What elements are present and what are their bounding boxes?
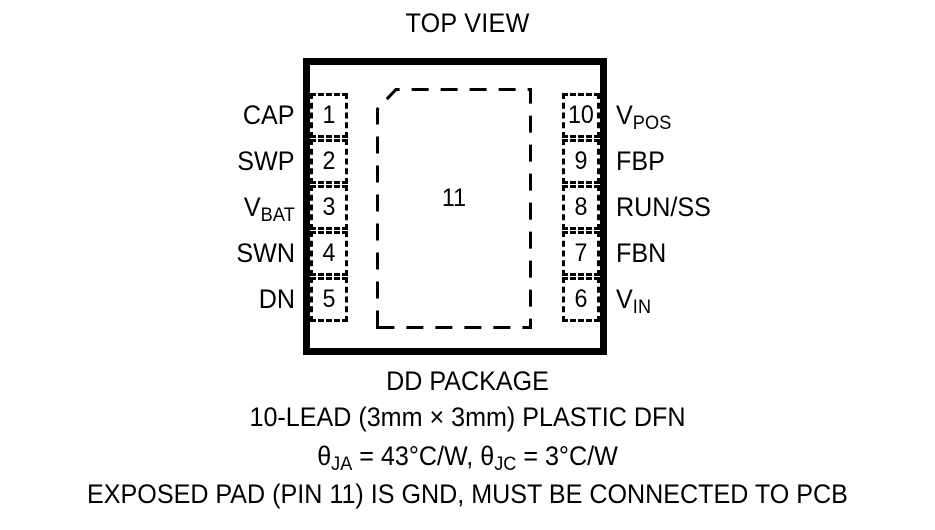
pin-number-8: 8 bbox=[574, 193, 588, 221]
pin-box-2[interactable]: 2 bbox=[310, 139, 348, 184]
pin-box-4[interactable]: 4 bbox=[310, 231, 348, 276]
pin-label-vin-text: V bbox=[616, 284, 633, 314]
caption-line-3: θJA = 43°C/W, θJC = 3°C/W bbox=[33, 441, 903, 474]
pin-label-vpos-subscript: POS bbox=[632, 111, 672, 134]
pin-label-swn-text: SWN bbox=[236, 238, 295, 268]
pin-number-10: 10 bbox=[568, 101, 594, 129]
pin-number-9: 9 bbox=[574, 147, 588, 175]
pin-label-vin-subscript: IN bbox=[632, 295, 652, 318]
pin-label-swn: SWN bbox=[232, 231, 295, 276]
pin-label-dn: DN bbox=[256, 277, 295, 322]
pin-box-9[interactable]: 9 bbox=[562, 139, 600, 184]
pin-number-5: 5 bbox=[322, 285, 336, 313]
page-title: TOP VIEW bbox=[405, 8, 530, 38]
pin-label-runss: RUN/SS bbox=[616, 185, 718, 230]
pin-label-fbn: FBN bbox=[616, 231, 670, 276]
caption-package-spec: 10-LEAD (3mm × 3mm) PLASTIC DFN bbox=[0, 404, 935, 431]
pin-label-runss-text: RUN/SS bbox=[616, 192, 711, 222]
pin-box-6[interactable]: 6 bbox=[562, 277, 600, 322]
pin-number-1: 1 bbox=[322, 101, 336, 129]
pin-label-vpos: VPOS bbox=[616, 93, 676, 138]
pin-box-1[interactable]: 1 bbox=[310, 93, 348, 138]
pin-label-vbat-text: V bbox=[243, 192, 261, 222]
pin-label-vbat-subscript: BAT bbox=[260, 203, 295, 226]
exposed-pad-number: 11 bbox=[441, 184, 467, 212]
pin-label-swp: SWP bbox=[233, 139, 295, 184]
theta-ja-value: = 43°C/W, bbox=[352, 441, 481, 471]
caption-line-1: DD PACKAGE bbox=[386, 366, 549, 396]
theta-jc-symbol: θ bbox=[480, 441, 495, 471]
pin-label-fbp-text: FBP bbox=[616, 146, 665, 176]
exposed-pad-outline: 11 bbox=[376, 88, 532, 329]
pin-label-vin: VIN bbox=[616, 277, 654, 322]
pin-box-10[interactable]: 10 bbox=[562, 93, 600, 138]
theta-ja-subscript: JA bbox=[331, 452, 353, 475]
pin-label-vbat: VBAT bbox=[240, 185, 295, 230]
pin-label-cap: CAP bbox=[239, 93, 295, 138]
pin-label-cap-text: CAP bbox=[243, 100, 295, 130]
pin-label-fbp: FBP bbox=[616, 139, 669, 184]
package-body-outline bbox=[303, 58, 607, 355]
pin-box-8[interactable]: 8 bbox=[562, 185, 600, 230]
caption-line-2: 10-LEAD (3mm × 3mm) PLASTIC DFN bbox=[249, 402, 686, 432]
pin-number-7: 7 bbox=[574, 239, 588, 267]
caption-thermal-resistance: θJA = 43°C/W, θJC = 3°C/W bbox=[0, 441, 935, 474]
pin-number-6: 6 bbox=[574, 285, 588, 313]
pin-box-3[interactable]: 3 bbox=[310, 185, 348, 230]
caption-package-name: DD PACKAGE bbox=[0, 368, 935, 395]
pin-label-swp-text: SWP bbox=[237, 146, 295, 176]
pin-number-3: 3 bbox=[322, 193, 336, 221]
pin-number-2: 2 bbox=[322, 147, 336, 175]
pin-box-7[interactable]: 7 bbox=[562, 231, 600, 276]
caption-line-4: EXPOSED PAD (PIN 11) IS GND, MUST BE CON… bbox=[87, 479, 848, 509]
theta-jc-subscript: JC bbox=[494, 452, 517, 475]
theta-jc-value: = 3°C/W bbox=[516, 441, 618, 471]
pin-box-5[interactable]: 5 bbox=[310, 277, 348, 322]
caption-exposed-pad-note: EXPOSED PAD (PIN 11) IS GND, MUST BE CON… bbox=[0, 481, 935, 508]
pin-number-4: 4 bbox=[322, 239, 336, 267]
pin-label-fbn-text: FBN bbox=[616, 238, 667, 268]
theta-ja-symbol: θ bbox=[317, 441, 332, 471]
pin-label-vpos-text: V bbox=[616, 100, 633, 130]
pin-label-dn-text: DN bbox=[258, 284, 295, 314]
